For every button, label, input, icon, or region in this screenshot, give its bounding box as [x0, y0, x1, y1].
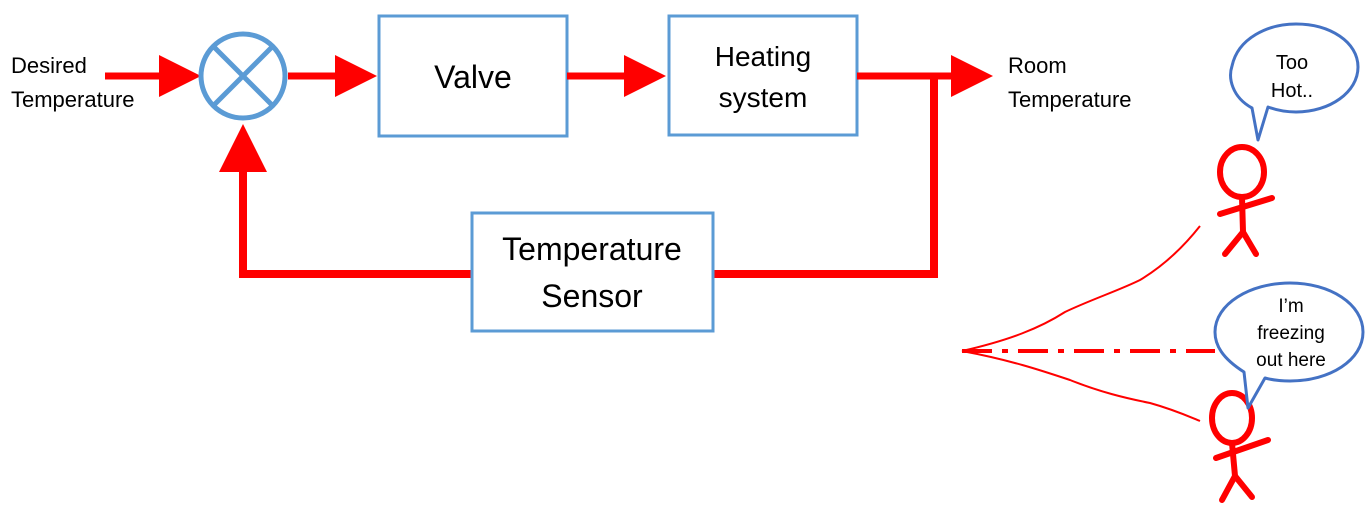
speech-bubble-bottom: I’m freezing out here: [1213, 281, 1365, 410]
input-label-line1: Desired: [11, 53, 87, 78]
output-label-line1: Room: [1008, 53, 1067, 78]
heating-system-block: Heating system: [667, 14, 859, 137]
heating-label-line2: system: [719, 82, 808, 113]
summing-junction-icon: [198, 31, 288, 121]
bubble-bottom-line3: out here: [1256, 350, 1326, 371]
temperature-sensor-block: Temperature Sensor: [470, 211, 715, 333]
sensor-label-line1: Temperature: [502, 231, 682, 267]
speech-bubble-top: Too Hot..: [1229, 22, 1360, 142]
feedback-left-path: [219, 124, 472, 278]
heating-label-line1: Heating: [715, 41, 812, 72]
stick-figure-icon: [1209, 390, 1271, 503]
valve-block: Valve: [377, 14, 569, 138]
bubble-top-line2: Hot..: [1271, 80, 1313, 102]
lower-spread-line: [961, 350, 1201, 422]
sensor-label-line2: Sensor: [541, 278, 643, 314]
bubble-bottom-line1: I’m: [1278, 296, 1303, 317]
bubble-top-line1: Too: [1276, 52, 1308, 74]
upper-spread-line: [961, 225, 1201, 352]
valve-label: Valve: [434, 59, 512, 95]
output-label-line2: Temperature: [1008, 87, 1132, 112]
feedback-right-path: [713, 76, 938, 278]
bubble-bottom-line2: freezing: [1257, 323, 1325, 344]
input-label-line2: Temperature: [11, 87, 135, 112]
stick-figure-icon: [1217, 144, 1275, 257]
